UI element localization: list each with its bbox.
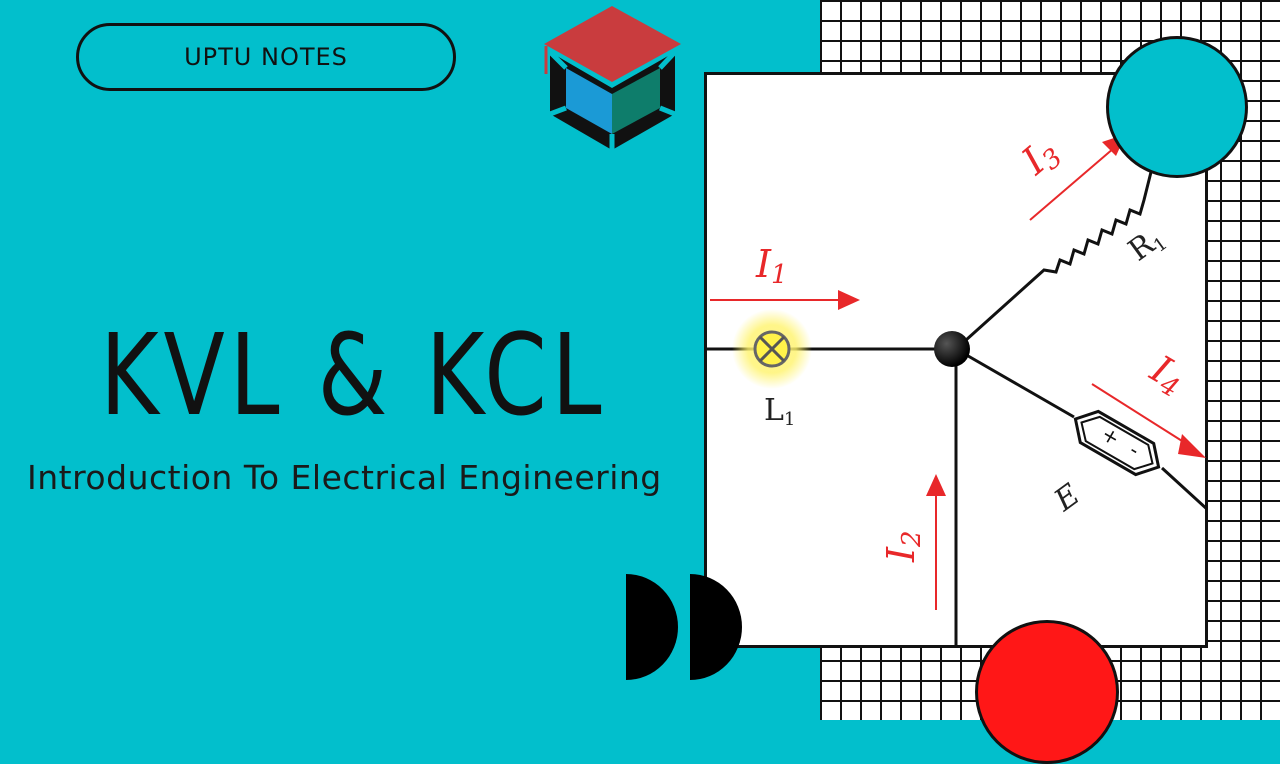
- label-l1: L1: [764, 393, 795, 430]
- label-r1: R1: [1122, 220, 1171, 270]
- graduation-cap-cube-logo-icon: [544, 6, 681, 150]
- junction-node: [934, 331, 970, 367]
- kcl-circuit-diagram: I1 I2 I3 I4 L1 R1 E + -: [704, 129, 1208, 648]
- badge-label: UPTU NOTES: [184, 43, 348, 71]
- page-title: KVL & KCL: [100, 311, 607, 441]
- label-i2: I2: [879, 530, 927, 563]
- label-e: E: [1047, 477, 1086, 519]
- arrow-i3: [1029, 147, 1115, 221]
- lamp-x-icon: [753, 330, 791, 368]
- half-circles-decoration: [626, 574, 742, 680]
- arrow-i4: [1091, 383, 1191, 447]
- uptu-notes-badge: UPTU NOTES: [76, 23, 456, 91]
- label-i3: I3: [1013, 129, 1069, 187]
- red-circle-decoration: [975, 620, 1119, 764]
- page-subtitle: Introduction To Electrical Engineering: [27, 458, 662, 497]
- label-i1: I1: [755, 242, 788, 290]
- battery-hexagon-icon: [1073, 409, 1161, 477]
- label-i4: I4: [1141, 346, 1193, 404]
- teal-circle-decoration: [1106, 36, 1248, 178]
